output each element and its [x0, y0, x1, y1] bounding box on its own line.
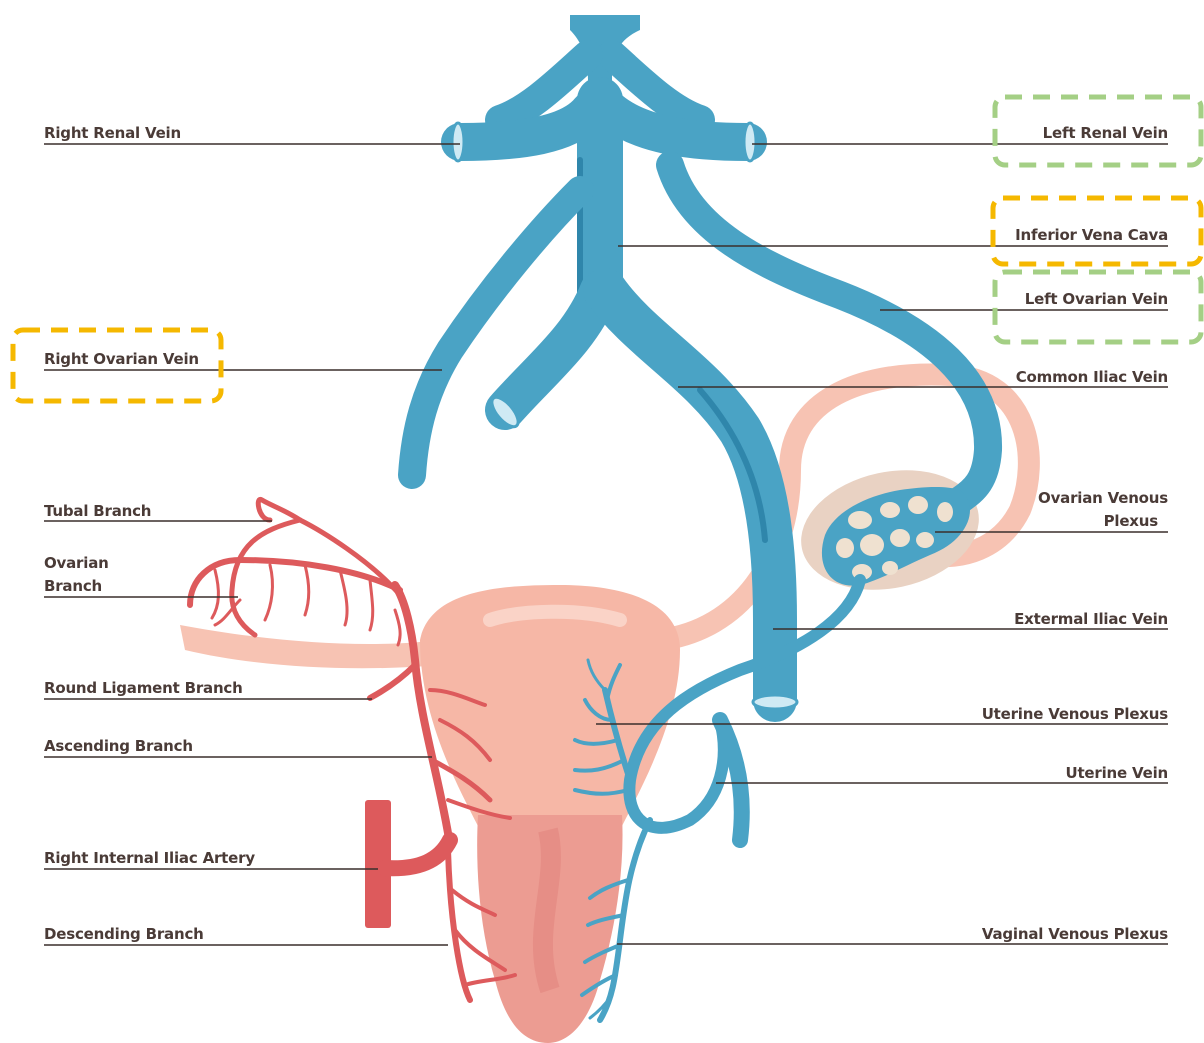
label-tubal-branch: Tubal Branch	[44, 502, 151, 520]
label-external-iliac-vein: Extermal Iliac Vein	[1014, 610, 1168, 628]
label-uterine-venous-plexus: Uterine Venous Plexus	[982, 705, 1168, 723]
label-ovarian-venous-plexus-line1: Ovarian Venous	[1038, 489, 1168, 507]
label-ovarian-venous-plexus: Ovarian Venous Plexus	[1038, 489, 1168, 530]
label-vaginal-venous-plexus: Vaginal Venous Plexus	[982, 925, 1168, 943]
right-common-iliac-vein	[505, 290, 600, 410]
label-inferior-vena-cava: Inferior Vena Cava	[1015, 226, 1168, 244]
internal-iliac-trunk	[385, 840, 450, 868]
label-ovarian-venous-plexus-line2: Plexus	[1038, 512, 1168, 530]
label-ovarian-branch-line2: Branch	[44, 577, 109, 595]
label-uterine-vein: Uterine Vein	[1065, 764, 1168, 782]
uterine-body	[420, 585, 680, 830]
label-left-ovarian-vein: Left Ovarian Vein	[1025, 290, 1168, 308]
left-ovarian-vein	[670, 165, 988, 500]
label-round-ligament-branch: Round Ligament Branch	[44, 679, 243, 697]
label-right-ovarian-vein: Right Ovarian Vein	[44, 350, 199, 368]
label-right-renal-vein: Right Renal Vein	[44, 124, 181, 142]
label-ovarian-branch: Ovarian Branch	[44, 554, 109, 595]
label-ascending-branch: Ascending Branch	[44, 737, 193, 755]
tubal-branch	[258, 499, 300, 520]
round-ligament-branch	[370, 665, 415, 698]
uterus-group	[180, 374, 1029, 1043]
label-ovarian-branch-line1: Ovarian	[44, 554, 109, 572]
label-left-renal-vein: Left Renal Vein	[1043, 124, 1168, 142]
descending-branch	[448, 850, 470, 1000]
label-descending-branch: Descending Branch	[44, 925, 204, 943]
label-common-iliac-vein: Common Iliac Vein	[1016, 368, 1168, 386]
vagina-fold	[543, 830, 551, 990]
label-right-internal-iliac-artery: Right Internal Iliac Artery	[44, 849, 255, 867]
